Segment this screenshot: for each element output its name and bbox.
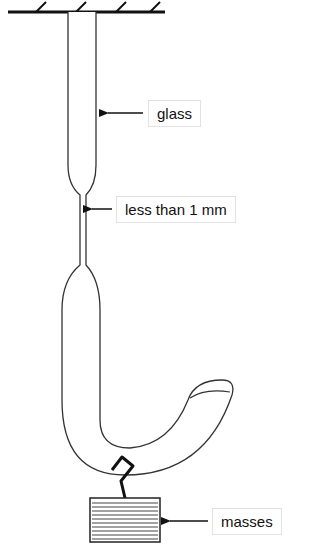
masses [90, 498, 160, 542]
masses-label: masses [212, 508, 282, 535]
dimension-label: less than 1 mm [116, 196, 236, 223]
wire-hook [112, 457, 133, 498]
pointer-arrows [92, 113, 208, 521]
glass-fibre [62, 12, 233, 475]
ceiling [8, 2, 165, 12]
glass-end [190, 391, 230, 398]
glass-label: glass [148, 100, 201, 127]
